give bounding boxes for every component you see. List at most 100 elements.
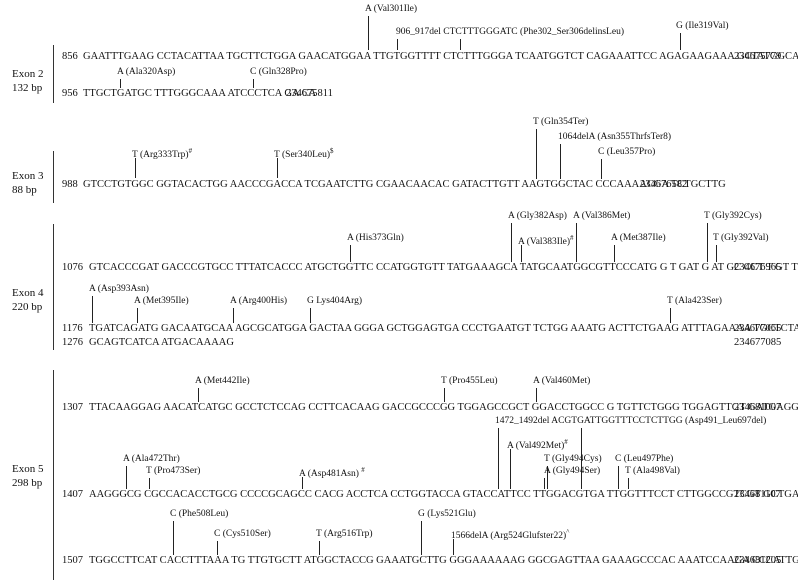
variant-annotation: A (Val492Met)#: [507, 437, 568, 452]
variant-change: (Gln354Ter): [541, 117, 589, 127]
variant-annotation: A (Gly382Asp): [508, 211, 567, 222]
variant-base: A: [123, 454, 130, 464]
variant-tick: [233, 308, 234, 323]
variant-base: C: [250, 67, 257, 77]
sequence-line: GCAGTCATCA ATGACAAAAG: [89, 337, 234, 348]
variant-annotation: A (Gly494Ser): [544, 466, 600, 477]
variant-base: C: [214, 529, 221, 539]
variant-change: (Asp393Asn): [97, 284, 149, 294]
variant-tick: [253, 79, 254, 88]
seq-start: 1507: [62, 555, 83, 566]
exon-name: Exon 5: [12, 463, 44, 475]
variant-tick: [319, 541, 320, 555]
variant-base: T: [533, 117, 539, 127]
variant-tick: [707, 223, 708, 262]
variant-change: (Ser340Leu): [282, 150, 331, 161]
variant-tick: [120, 79, 121, 88]
variant-tick: [198, 388, 199, 402]
variant-base: 1566delA: [451, 531, 488, 542]
variant-annotation: A (Ala320Asp): [117, 67, 175, 78]
variant-base: T: [316, 529, 322, 539]
seq-end: 234676965: [734, 262, 782, 273]
variant-base: T: [544, 454, 550, 464]
exon-size: 88 bp: [12, 184, 37, 196]
variant-change: (Phe302_Ser306delinsLeu): [520, 27, 624, 37]
variant-base: C: [170, 509, 177, 519]
variant-tick: [560, 144, 561, 179]
variant-annotation: T (Arg333Trp)#: [132, 146, 192, 161]
variant-change: (Asp481Asn): [307, 469, 359, 480]
seq-start: 1176: [62, 323, 83, 334]
variant-tick: [536, 129, 537, 179]
variant-annotation: A (Ala472Thr): [123, 454, 180, 465]
exon-bar: [53, 151, 54, 203]
variant-tick: [576, 223, 577, 262]
variant-annotation: T (Gln354Ter): [533, 117, 588, 128]
exon-name: Exon 2: [12, 68, 44, 80]
variant-base: C: [615, 454, 622, 464]
variant-annotation: C (Leu497Phe): [615, 454, 673, 465]
variant-change: (Ala320Asp): [125, 67, 176, 77]
variant-change: (Ala472Thr): [131, 454, 180, 464]
variant-base: A: [508, 211, 515, 221]
variant-annotation: A (Met442Ile): [195, 376, 250, 387]
variant-annotation: C (Leu357Pro): [598, 147, 655, 158]
variant-tick: [310, 308, 311, 323]
variant-base: 1472_1492del ACGTGATTGGTTTCCTCTTGG: [495, 416, 683, 426]
variant-base: T: [713, 233, 719, 243]
sequence-line: TTACAAGGAG AACATCATGC GCCTCTCCAG CCTTCAC…: [89, 402, 798, 413]
variant-annotation: C (Gln328Pro): [250, 67, 307, 78]
variant-change: (Leu357Pro): [606, 147, 656, 157]
variant-change: (Asp491_Leu697del): [685, 416, 767, 426]
exon-name: Exon 4: [12, 287, 44, 299]
variant-mark: #: [361, 466, 365, 474]
variant-annotation: T (Pro473Ser): [146, 466, 200, 477]
variant-change: (Val492Met): [515, 441, 565, 452]
sequence-line: TGGCCTTCAT CACCTTTAAA TG TTGTGCTT ATGGCT…: [89, 555, 798, 566]
seq-end: 234681007: [734, 402, 782, 413]
variant-annotation: C (Phe508Leu): [170, 509, 228, 520]
sequence-line: GTCCTGTGGC GGTACACTGG AACCCGACCA TCGAATC…: [83, 179, 726, 190]
variant-tick: [137, 308, 138, 323]
exon-bar: [53, 224, 54, 350]
variant-tick: [618, 466, 619, 489]
variant-annotation: T (Gly494Cys): [544, 454, 602, 465]
variant-change: (Gly392Cys): [712, 211, 762, 221]
variant-change: (Val460Met): [541, 376, 591, 386]
variant-mark: #: [569, 234, 574, 242]
variant-annotation: 906_917del CTCTTTGGGATC (Phe302_Ser306de…: [396, 27, 624, 38]
variant-base: A: [611, 233, 618, 243]
seq-start: 1407: [62, 489, 83, 500]
variant-annotation: T (Gly392Cys): [704, 211, 762, 222]
variant-base: A: [230, 296, 237, 306]
variant-tick: [126, 466, 127, 489]
variant-base: C: [598, 147, 605, 157]
seq-end: 234677085: [734, 337, 782, 348]
variant-change: (Gly494Cys): [552, 454, 602, 464]
variant-base: A: [299, 469, 306, 480]
variant-tick: [350, 245, 351, 262]
variant-change: (Pro455Leu): [449, 376, 498, 386]
seq-end: 234681205: [734, 555, 782, 566]
variant-change: (Pro473Ser): [154, 466, 201, 476]
sequence-line: AAGGGCG CGCCACACCTGCG CCCCGCAGCC CACG AC…: [89, 489, 798, 500]
variant-base: G: [676, 21, 683, 31]
variant-tick: [421, 521, 422, 555]
variant-tick: [149, 478, 150, 489]
variant-mark: ^: [566, 528, 570, 536]
variant-tick: [628, 478, 629, 489]
variant-base: T: [704, 211, 710, 221]
variant-change: (Met395Ile): [142, 296, 189, 306]
variant-base: T: [441, 376, 447, 386]
variant-base: 1064delA: [558, 132, 595, 142]
variant-change: (Leu497Phe): [623, 454, 674, 464]
variant-base: A: [518, 237, 525, 248]
variant-base: T: [274, 150, 280, 161]
variant-tick: [670, 308, 671, 323]
variant-change: (Ile319Val): [685, 21, 729, 31]
variant-change: (Arg524Glufster22): [490, 531, 567, 542]
variant-tick: [581, 428, 582, 489]
variant-tick: [498, 428, 499, 489]
